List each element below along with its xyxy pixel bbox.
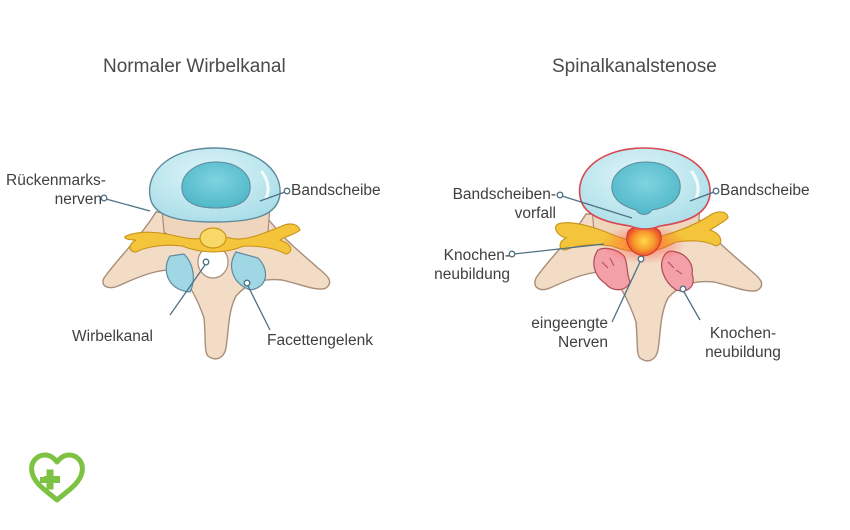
label-herniation-line2: vorfall <box>514 205 556 222</box>
spinal-cord <box>199 227 227 249</box>
disc-nucleus-normal <box>181 161 251 209</box>
label-disc-normal: Bandscheibe <box>291 182 381 199</box>
label-bone-right: Knochen- neubildung <box>688 324 798 362</box>
facet-joint-left <box>165 253 194 293</box>
heart-cross-icon <box>29 452 85 503</box>
label-compressed-nerves-line1: eingeengte <box>531 315 608 332</box>
heart-cross-logo <box>28 452 86 504</box>
left-leaders <box>100 187 291 331</box>
label-compressed-nerves-line2: Nerven <box>558 334 608 351</box>
right-leaders <box>508 187 720 323</box>
label-nerves: Rückenmarks- nerven <box>6 171 106 209</box>
label-canal: Wirbelkanal <box>72 328 153 345</box>
label-bone-right-line1: Knochen- <box>709 325 777 342</box>
label-bone-left: Knochen- neubildung <box>404 246 510 284</box>
vertebra-bone-stenosis <box>534 213 763 362</box>
normal-vertebra <box>102 147 331 360</box>
label-bone-right-line2: neubildung <box>705 344 781 361</box>
label-bone-left-line2: neubildung <box>434 266 510 283</box>
title-stenosis: Spinalkanalstenose <box>552 56 717 77</box>
disc-nucleus-herniated <box>611 161 681 215</box>
label-nerves-line1: Rückenmarks- <box>6 172 106 189</box>
label-herniation-line1: Bandscheiben- <box>452 186 556 203</box>
label-compressed-nerves: eingeengte Nerven <box>506 314 608 352</box>
label-facet: Facettengelenk <box>267 332 373 349</box>
label-nerves-line2: nerven <box>54 191 102 208</box>
stenosis-vertebra <box>534 147 763 362</box>
title-normal: Normaler Wirbelkanal <box>103 56 286 77</box>
label-bone-left-line1: Knochen- <box>443 247 510 264</box>
label-herniation: Bandscheiben- vorfall <box>420 185 556 223</box>
label-disc-stenosis: Bandscheibe <box>720 182 810 199</box>
